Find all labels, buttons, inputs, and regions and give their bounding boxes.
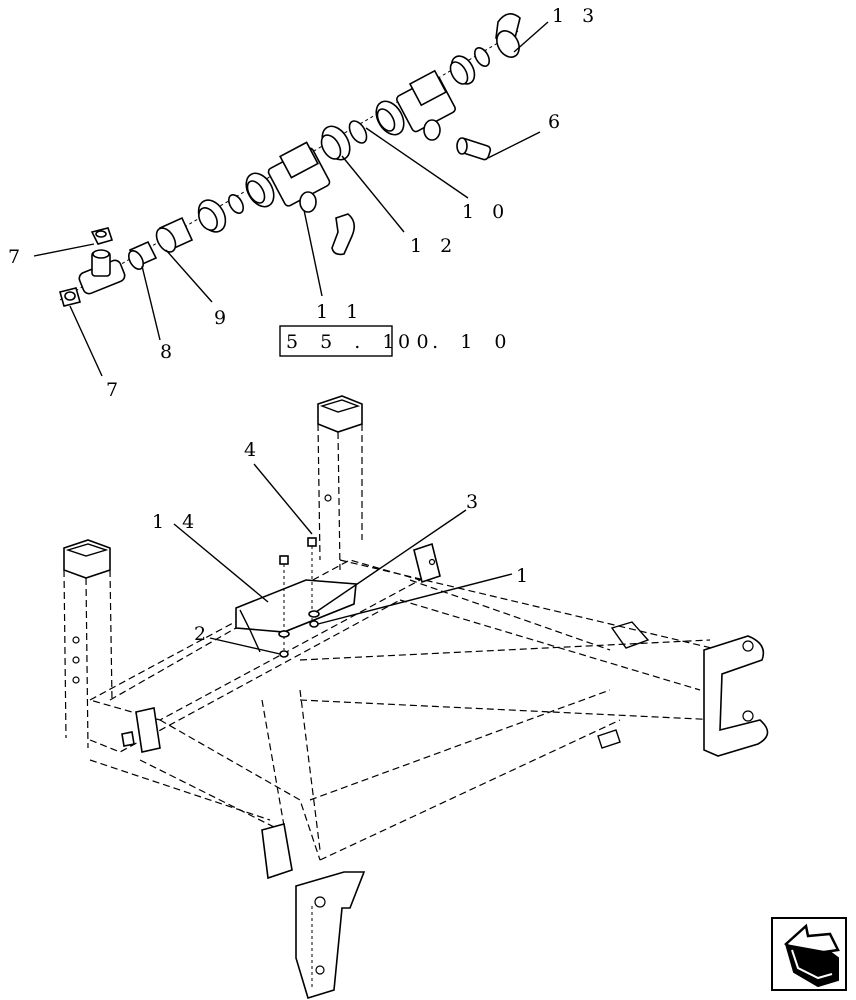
bracket-lower: [261, 822, 293, 880]
part-12-hose-clamp: [320, 125, 351, 161]
section-reference: 5 5 . 1 0 0 . 1 0: [279, 325, 514, 357]
reference-suffix-text: 0 . 1 0: [398, 331, 514, 353]
elbow-fitting: [331, 213, 356, 256]
bracket-right-post: [413, 542, 441, 584]
part-7-plug-bottom: [59, 287, 81, 307]
part-3-washer: [308, 610, 320, 618]
leader-7-top: [33, 243, 95, 257]
part-4-bolt: [307, 537, 317, 620]
callout-3: 3: [466, 491, 484, 513]
callout-1: 1: [516, 565, 534, 587]
part-2-nut: [279, 650, 289, 658]
callout-6: 6: [548, 111, 566, 133]
o-ring-2: [227, 194, 245, 214]
return-arrow-icon[interactable]: [771, 917, 847, 991]
leader-3: [315, 509, 467, 613]
bolt-secondary: [279, 555, 289, 650]
hose-clamp: [449, 55, 476, 85]
reference-box: [279, 325, 393, 357]
callout-14: 1 4: [152, 511, 200, 533]
leader-10: [365, 127, 469, 199]
part-7-plug-top: [90, 227, 114, 245]
leader-8: [141, 265, 161, 341]
callout-12: 1 2: [410, 235, 458, 257]
part-11-valve-lower: [245, 141, 331, 213]
leader-1: [317, 573, 513, 625]
frame-assembly: [63, 395, 769, 1000]
callout-4: 4: [244, 439, 262, 461]
part-11-valve-upper: [375, 69, 456, 141]
frame-rails: [88, 559, 721, 861]
hose-clamp-2: [197, 199, 227, 233]
upright-post-right: [317, 395, 363, 571]
part-13-elbow: [495, 13, 521, 58]
tongue: [295, 871, 366, 1000]
leader-11: [303, 209, 323, 297]
leader-9: [165, 249, 213, 303]
callout-2: 2: [194, 623, 212, 645]
callout-7-top: 7: [8, 246, 26, 268]
tab-lower-right: [597, 729, 621, 749]
leader-14: [173, 523, 269, 603]
leader-7-bottom: [69, 305, 103, 377]
part-1-nut: [309, 620, 319, 628]
callout-7-bottom: 7: [106, 379, 124, 401]
o-ring: [473, 47, 491, 67]
part-10-o-ring: [348, 120, 368, 144]
bracket-left-post: [135, 707, 161, 753]
upright-post-left: [63, 539, 113, 749]
callout-13: 1 3: [552, 5, 600, 27]
tee-fitting: [78, 249, 126, 295]
tab-left: [121, 731, 135, 747]
part-8-nipple: [127, 240, 158, 270]
callout-8: 8: [160, 341, 178, 363]
leader-2: [209, 637, 281, 655]
part-6-fitting: [456, 137, 492, 161]
part-9-adapter: [155, 216, 194, 253]
leader-6: [487, 131, 541, 159]
reference-boxed-text: 5 5 . 1 0: [286, 331, 437, 353]
hitch-clevis: [610, 621, 769, 757]
callout-9: 9: [214, 307, 232, 329]
callout-11: 1 1: [316, 301, 364, 323]
leader-4: [253, 463, 313, 535]
callout-10: 1 0: [462, 201, 510, 223]
valve-assembly: [33, 13, 549, 377]
part-14-mounting-plate: [235, 579, 357, 653]
part-2-washer: [278, 630, 290, 638]
leader-12: [341, 155, 405, 233]
leader-13: [513, 21, 549, 53]
